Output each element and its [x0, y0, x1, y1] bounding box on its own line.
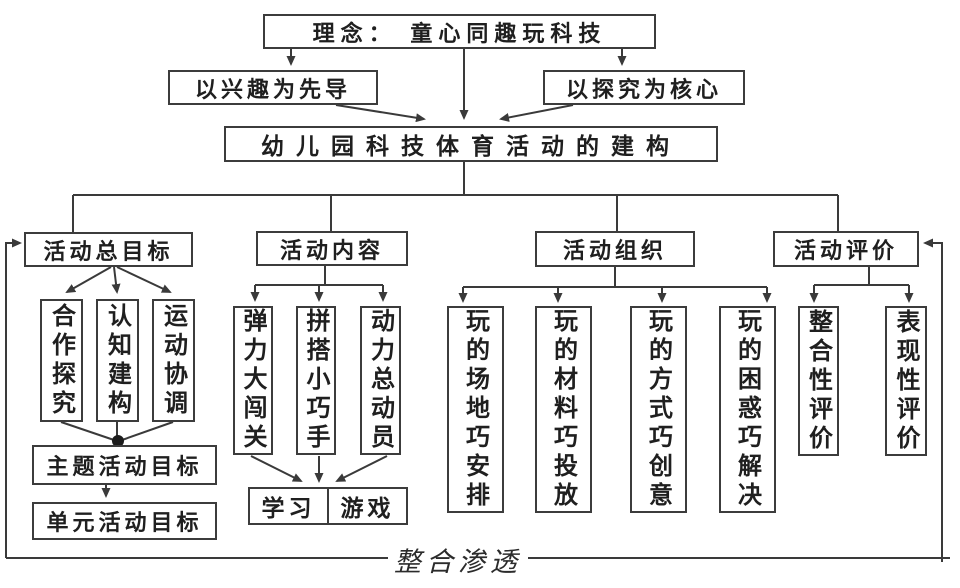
arrow-inquiry-main [499, 104, 574, 122]
goals-sub-cooperative-inquiry: 合作探究 [40, 299, 83, 422]
eval-sub-integrated: 整合性评价 [798, 306, 839, 456]
content-sub-power-mobilization: 动力总动员 [360, 306, 401, 455]
footer-integration-label: 整合渗透 [388, 540, 528, 579]
cell-learn: 学习 [261, 496, 316, 522]
arrow-sub1-learnplay [250, 455, 303, 482]
feedback-left [5, 238, 22, 558]
branch-content: 活动内容 [256, 231, 408, 266]
goals-sub-motor-coordination: 运动协调 [152, 299, 195, 422]
content-sub-bounce-challenge: 弹力大闯关 [233, 306, 273, 455]
org-sub-puzzle-solving: 玩的困惑巧解决 [719, 306, 776, 513]
node-interest: 以兴趣为先导 [168, 70, 378, 105]
arrow-goals-sub1 [65, 266, 112, 293]
line-sub1-theme [60, 421, 115, 441]
org-sub-method-creativity: 玩的方式巧创意 [630, 306, 687, 513]
arrow-goals-sub2 [111, 266, 121, 294]
node-learn-play: 学习 游戏 [248, 487, 408, 525]
cell-play: 游戏 [327, 489, 406, 523]
content-sub-building-hands: 拼搭小巧手 [296, 306, 336, 455]
branch-organization: 活动组织 [535, 231, 695, 267]
line-sub3-theme [121, 421, 174, 441]
arrow-sub3-learnplay [335, 455, 388, 482]
branch-goals: 活动总目标 [24, 232, 193, 267]
arrow-interest-main [335, 104, 426, 123]
org-sub-material-provision: 玩的材料巧投放 [535, 306, 592, 513]
feedback-right [923, 238, 943, 562]
node-unit-goal: 单元活动目标 [32, 502, 217, 540]
branch-evaluation: 活动评价 [773, 231, 919, 267]
node-main: 幼儿园科技体育活动的建构 [224, 126, 718, 162]
node-concept: 理念： 童心同趣玩科技 [263, 14, 656, 49]
node-theme-goal: 主题活动目标 [32, 445, 217, 485]
arrow-goals-sub3 [116, 266, 172, 293]
goals-sub-cognitive-construction: 认知建构 [96, 299, 139, 422]
node-inquiry: 以探究为核心 [543, 70, 745, 105]
junction-dot [112, 435, 124, 447]
eval-sub-performance: 表现性评价 [885, 306, 927, 456]
org-sub-venue-arrangement: 玩的场地巧安排 [447, 306, 504, 513]
